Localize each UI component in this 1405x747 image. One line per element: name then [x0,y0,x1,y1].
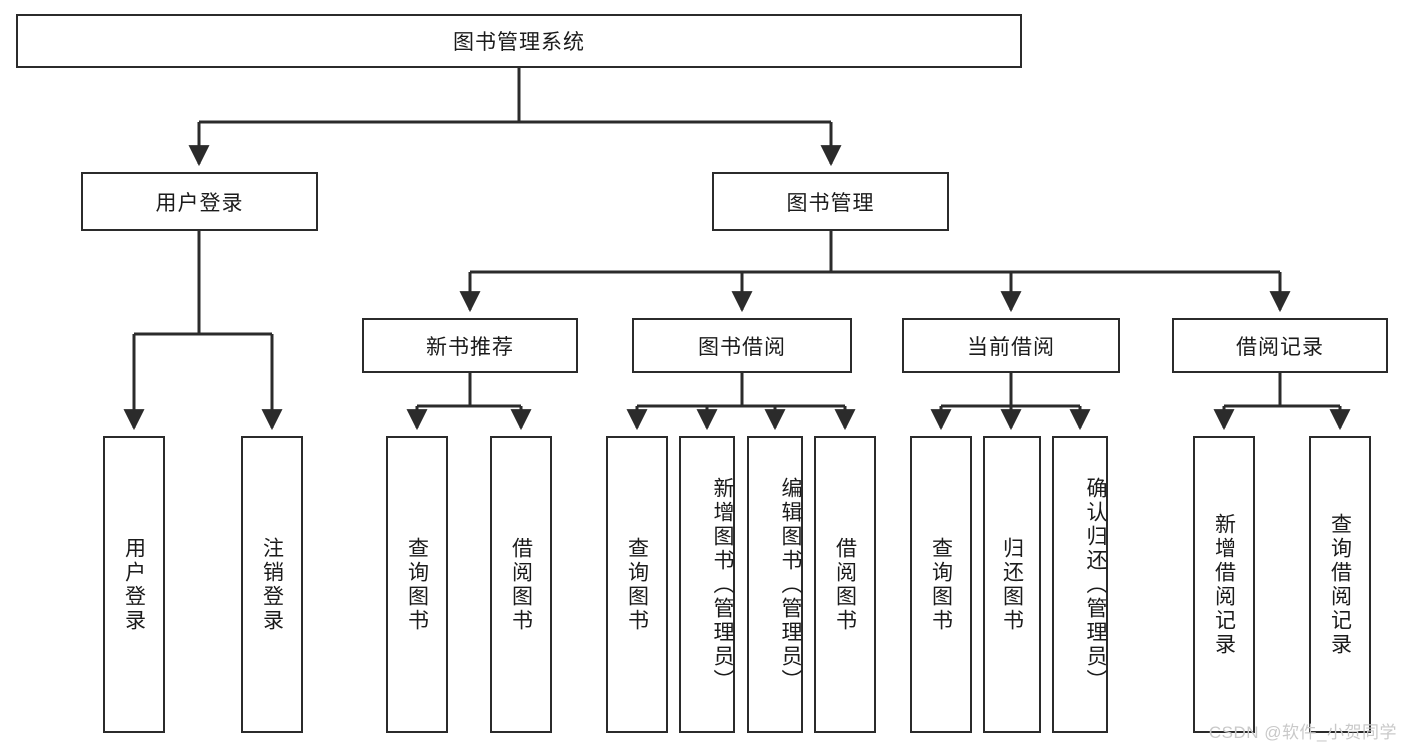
leaf-logout[interactable]: 注销登录 [241,436,303,733]
leaf-query-record-label: 查询借阅记录 [1328,512,1352,657]
leaf-borrow-book-2[interactable]: 借阅图书 [814,436,876,733]
node-new-book-rec-label: 新书推荐 [426,335,514,359]
node-book-borrow-label: 图书借阅 [698,335,786,359]
node-book-manage-label: 图书管理 [786,191,875,215]
node-current-borrow[interactable]: 当前借阅 [902,318,1120,373]
node-user-login[interactable]: 用户登录 [81,172,318,231]
leaf-add-book[interactable]: 新增图书（管理员） [679,436,735,733]
node-book-manage[interactable]: 图书管理 [712,172,949,231]
node-borrow-record-label: 借阅记录 [1236,335,1324,359]
node-current-borrow-label: 当前借阅 [967,335,1055,359]
leaf-user-login-label: 用户登录 [122,536,146,633]
leaf-query-book-2-label: 查询图书 [625,536,649,633]
node-root-label: 图书管理系统 [453,31,585,54]
leaf-add-book-label: 新增图书（管理员） [711,476,734,693]
leaf-borrow-book-1[interactable]: 借阅图书 [490,436,552,733]
csdn-watermark: CSDN @软件_小贺同学 [1208,723,1397,742]
leaf-query-record[interactable]: 查询借阅记录 [1309,436,1371,733]
leaf-confirm-return-label: 确认归还（管理员） [1084,476,1107,693]
leaf-query-book-1[interactable]: 查询图书 [386,436,448,733]
leaf-query-book-1-label: 查询图书 [405,536,429,633]
leaf-borrow-book-1-label: 借阅图书 [509,536,533,633]
node-new-book-rec[interactable]: 新书推荐 [362,318,578,373]
leaf-query-book-3[interactable]: 查询图书 [910,436,972,733]
leaf-user-login[interactable]: 用户登录 [103,436,165,733]
leaf-query-book-2[interactable]: 查询图书 [606,436,668,733]
leaf-return-book[interactable]: 归还图书 [983,436,1041,733]
node-borrow-record[interactable]: 借阅记录 [1172,318,1388,373]
node-user-login-label: 用户登录 [155,191,244,215]
leaf-confirm-return[interactable]: 确认归还（管理员） [1052,436,1108,733]
node-book-borrow[interactable]: 图书借阅 [632,318,852,373]
leaf-return-book-label: 归还图书 [1000,536,1024,633]
leaf-edit-book-label: 编辑图书（管理员） [779,476,802,693]
node-root[interactable]: 图书管理系统 [16,14,1022,68]
leaf-logout-label: 注销登录 [260,536,284,633]
leaf-query-book-3-label: 查询图书 [929,536,953,633]
leaf-add-record[interactable]: 新增借阅记录 [1193,436,1255,733]
leaf-add-record-label: 新增借阅记录 [1212,512,1236,657]
leaf-borrow-book-2-label: 借阅图书 [833,536,857,633]
leaf-edit-book[interactable]: 编辑图书（管理员） [747,436,803,733]
